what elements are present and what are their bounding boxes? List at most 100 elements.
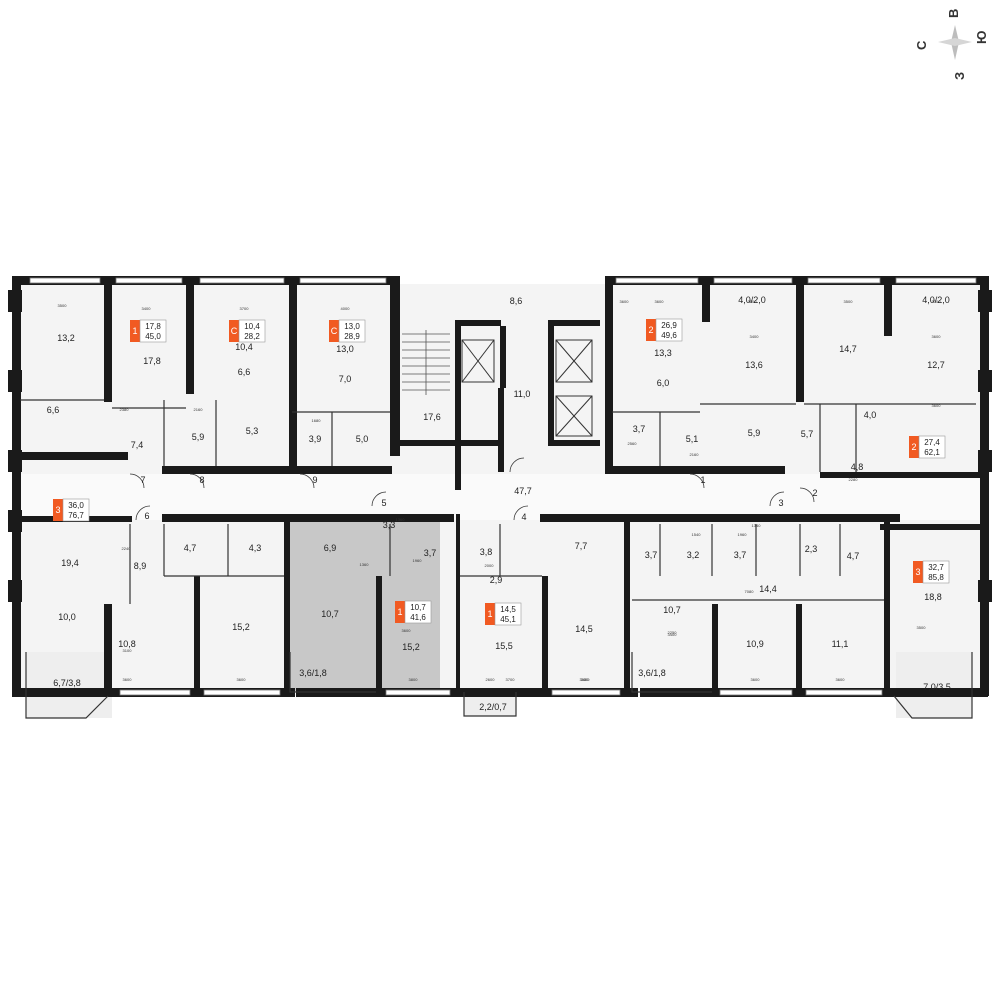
apartment-living-area: 10,4 <box>244 322 260 331</box>
room-area-label: 18,8 <box>924 592 942 602</box>
apartment-living-area: 27,4 <box>924 438 940 447</box>
door-number-label: 5 <box>381 498 386 508</box>
elevator-shaft-3 <box>555 395 593 437</box>
apartment-type-marker <box>913 561 923 583</box>
apartment-total-area: 28,2 <box>244 332 260 341</box>
dimension-label: 2600 <box>486 677 496 682</box>
apartment-type-marker <box>130 320 140 342</box>
apartment-living-area: 36,0 <box>68 501 84 510</box>
apartment-area-frame <box>922 560 950 584</box>
room-area-label: 5,9 <box>192 432 205 442</box>
room-area-label: 3,7 <box>734 550 747 560</box>
dimension-label: 3100 <box>123 648 133 653</box>
compass-cross-icon <box>938 38 972 46</box>
room-area-label: 47,7 <box>514 486 532 496</box>
room-area-labels: 13,217,810,46,613,07,08,611,017,613,36,0… <box>47 295 951 712</box>
interior-walls <box>12 276 988 696</box>
room-area-label: 3,7 <box>633 424 646 434</box>
room-area-label: 10,7 <box>663 605 681 615</box>
room-area-label: 7,7 <box>575 541 588 551</box>
stairs <box>402 330 450 395</box>
room-area-label: 15,2 <box>232 622 250 632</box>
corridor-doors <box>129 457 815 521</box>
dimension-label: 4000 <box>341 306 351 311</box>
apartment-area-frame <box>139 319 167 343</box>
dimension-label: 3600 <box>655 299 665 304</box>
elevator-shaft-2 <box>555 339 593 383</box>
compass-east: В <box>946 9 961 18</box>
door-number-label: 8 <box>199 475 204 485</box>
dimension-label: 2250 <box>668 630 678 635</box>
room-area-label: 11,0 <box>514 389 531 399</box>
room-area-label: 6,6 <box>238 367 251 377</box>
apartment-rooms-label: 3 <box>915 567 920 577</box>
room-area-label: 2,2/0,7 <box>479 702 507 712</box>
apartment-rooms-label: 3 <box>55 505 60 515</box>
dimension-label: 3600 <box>836 677 846 682</box>
compass-north: С <box>914 40 929 50</box>
apartment-rooms-label: С <box>331 326 338 336</box>
room-area-label: 4,0/2,0 <box>738 295 766 305</box>
dimension-label: 3600 <box>402 628 412 633</box>
room-area-label: 7,4 <box>131 440 144 450</box>
elevator-shafts <box>461 339 593 437</box>
dimension-label: 3500 <box>844 299 854 304</box>
apartment-area-frame <box>655 318 683 342</box>
apartment-area-frame <box>338 319 366 343</box>
apartment-total-area: 45,1 <box>500 615 516 624</box>
room-area-label: 8,9 <box>134 561 147 571</box>
apartment-total-area: 62,1 <box>924 448 940 457</box>
elevator-shaft-1 <box>461 339 495 383</box>
room-area-label: 10,4 <box>235 342 253 352</box>
apartment-area-frame <box>918 435 946 459</box>
door-number-label: 6 <box>144 511 149 521</box>
dimension-label: 3600 <box>932 403 942 408</box>
room-area-label: 5,9 <box>748 428 761 438</box>
thin-partitions <box>20 399 976 604</box>
apartment-living-area: 10,7 <box>410 603 426 612</box>
room-area-label: 3,6/1,8 <box>299 668 327 678</box>
room-area-label: 15,2 <box>402 642 420 652</box>
room-area-label: 4,3 <box>249 543 262 553</box>
room-area-label: 3,6/1,8 <box>638 668 666 678</box>
dimension-label: 3700 <box>240 306 250 311</box>
room-area-label: 13,6 <box>745 360 763 370</box>
apartment-area-frame <box>62 498 90 522</box>
apartment-type-marker <box>53 499 63 521</box>
dimension-label: 3500 <box>58 303 68 308</box>
room-area-label: 15,5 <box>495 641 513 651</box>
room-area-label: 4,7 <box>184 543 197 553</box>
room-area-label: 5,0 <box>356 434 369 444</box>
room-area-label: 4,8 <box>851 462 864 472</box>
apartment-area-frame <box>238 319 266 343</box>
room-area-label: 17,6 <box>423 412 441 422</box>
room-area-label: 7,0/3,5 <box>923 682 951 692</box>
room-area-label: 17,8 <box>143 356 161 366</box>
room-area-label: 4,0/2,0 <box>922 295 950 305</box>
apartment-type-marker <box>485 603 495 625</box>
dimension-label: 2560 <box>628 441 638 446</box>
apartment-living-area: 26,9 <box>661 321 677 330</box>
room-area-label: 19,4 <box>61 558 79 568</box>
room-area-label: 13,0 <box>336 344 354 354</box>
apartment-living-area: 17,8 <box>145 322 161 331</box>
apartment-total-area: 49,6 <box>661 331 677 340</box>
dimension-label: 2400 <box>581 677 591 682</box>
room-area-label: 7,0 <box>339 374 352 384</box>
dimension-label: 3400 <box>142 306 152 311</box>
dimension-label: 3500 <box>917 625 927 630</box>
room-area-label: 10,7 <box>321 609 339 619</box>
room-fills <box>18 284 980 718</box>
dimension-label: 2280 <box>849 477 859 482</box>
room-area-label: 11,1 <box>832 639 849 649</box>
